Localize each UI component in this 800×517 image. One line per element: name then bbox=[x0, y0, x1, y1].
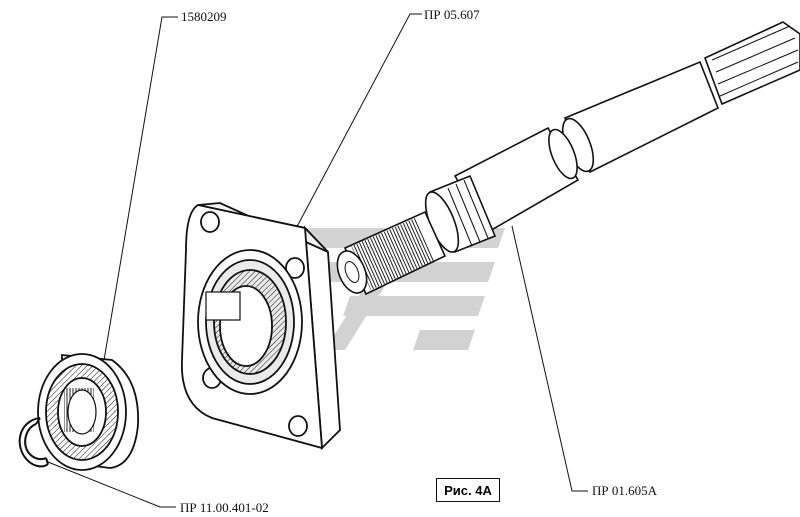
shaft-part-label: ПР 01.605А bbox=[592, 483, 658, 498]
flange-part-label: ПР 05.607 bbox=[424, 7, 480, 22]
snap-ring-part bbox=[18, 417, 49, 468]
figure-caption: Рис. 4А bbox=[436, 478, 500, 502]
shaft-part bbox=[336, 21, 800, 296]
bearing-part-label: 1580209 bbox=[181, 9, 227, 24]
leader-lines bbox=[47, 13, 588, 508]
flange-part bbox=[181, 202, 341, 451]
bearing-part bbox=[37, 353, 139, 471]
snap-ring-part-label: ПР 11.00.401-02 bbox=[180, 500, 269, 515]
